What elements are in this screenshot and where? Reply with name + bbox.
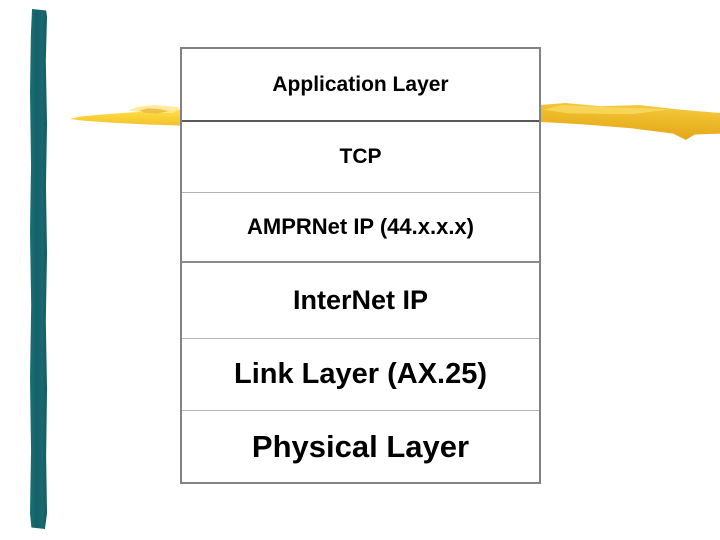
stack-row-physical-layer: Physical Layer: [182, 411, 539, 482]
brush-dab: [139, 108, 169, 114]
stack-row-amprnet-ip: AMPRNet IP (44.x.x.x): [182, 193, 539, 263]
stack-row-label: TCP: [339, 145, 382, 168]
stack-row-tcp: TCP: [182, 122, 539, 193]
stack-row-application-layer: Application Layer: [182, 49, 539, 122]
stack-row-label: Application Layer: [272, 72, 449, 96]
yellow-highlight-stroke-left: [70, 104, 182, 128]
stack-row-label: Physical Layer: [251, 428, 470, 464]
stack-row-link-layer: Link Layer (AX.25): [182, 339, 539, 411]
stack-row-label: AMPRNet IP (44.x.x.x): [246, 214, 474, 239]
brush-highlight: [543, 105, 670, 115]
stack-row-internet-ip: InterNet IP: [182, 263, 539, 339]
stack-row-label: InterNet IP: [292, 285, 429, 315]
protocol-stack-table: Application Layer TCP AMPRNet IP (44.x.x…: [180, 47, 541, 484]
yellow-highlight-stroke-right: [540, 100, 720, 142]
stack-row-label: Link Layer (AX.25): [233, 358, 488, 390]
teal-marker-stroke: [30, 9, 47, 529]
